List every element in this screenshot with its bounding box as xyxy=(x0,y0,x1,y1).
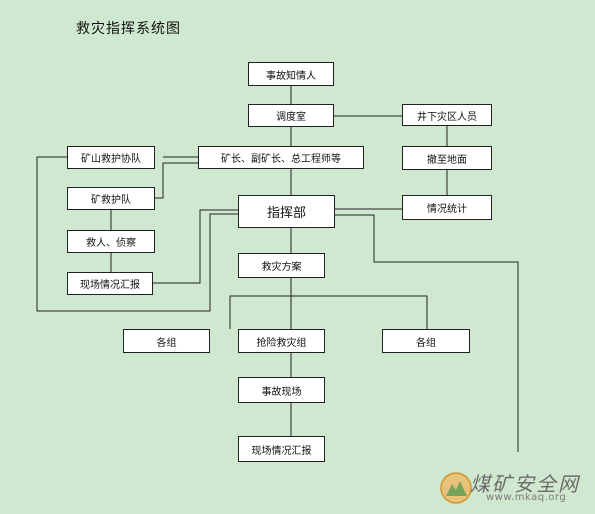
node-emergency-rescue-group: 抢险救灾组 xyxy=(238,329,325,353)
node-command-center: 指挥部 xyxy=(238,195,335,228)
node-rescue-reconnaissance: 救人、侦察 xyxy=(67,230,155,253)
node-onsite-report-left: 现场情况汇报 xyxy=(67,272,153,295)
watermark-site-name: 煤矿安全网 xyxy=(470,472,580,496)
node-accident-witness: 事故知情人 xyxy=(248,62,334,86)
node-groups-left: 各组 xyxy=(123,329,210,353)
node-situation-statistics: 情况统计 xyxy=(402,195,492,220)
node-evacuate-to-surface: 撤至地面 xyxy=(402,146,492,170)
node-onsite-report-bottom: 现场情况汇报 xyxy=(238,436,325,462)
node-rescue-plan: 救灾方案 xyxy=(238,253,325,278)
node-accident-site: 事故现场 xyxy=(238,377,325,403)
node-mine-rescue-assist-team: 矿山救护协队 xyxy=(67,146,155,169)
node-mine-rescue-team: 矿救护队 xyxy=(67,187,155,210)
diagram-title: 救灾指挥系统图 xyxy=(76,21,181,37)
node-groups-right: 各组 xyxy=(382,329,470,353)
node-dispatch-room: 调度室 xyxy=(248,104,334,127)
watermark-logo-icon xyxy=(440,472,472,504)
node-underground-personnel: 井下灾区人员 xyxy=(402,104,492,126)
watermark-url: www.mkaq.org xyxy=(486,492,567,503)
node-mine-leaders: 矿长、副矿长、总工程师等 xyxy=(198,146,364,169)
